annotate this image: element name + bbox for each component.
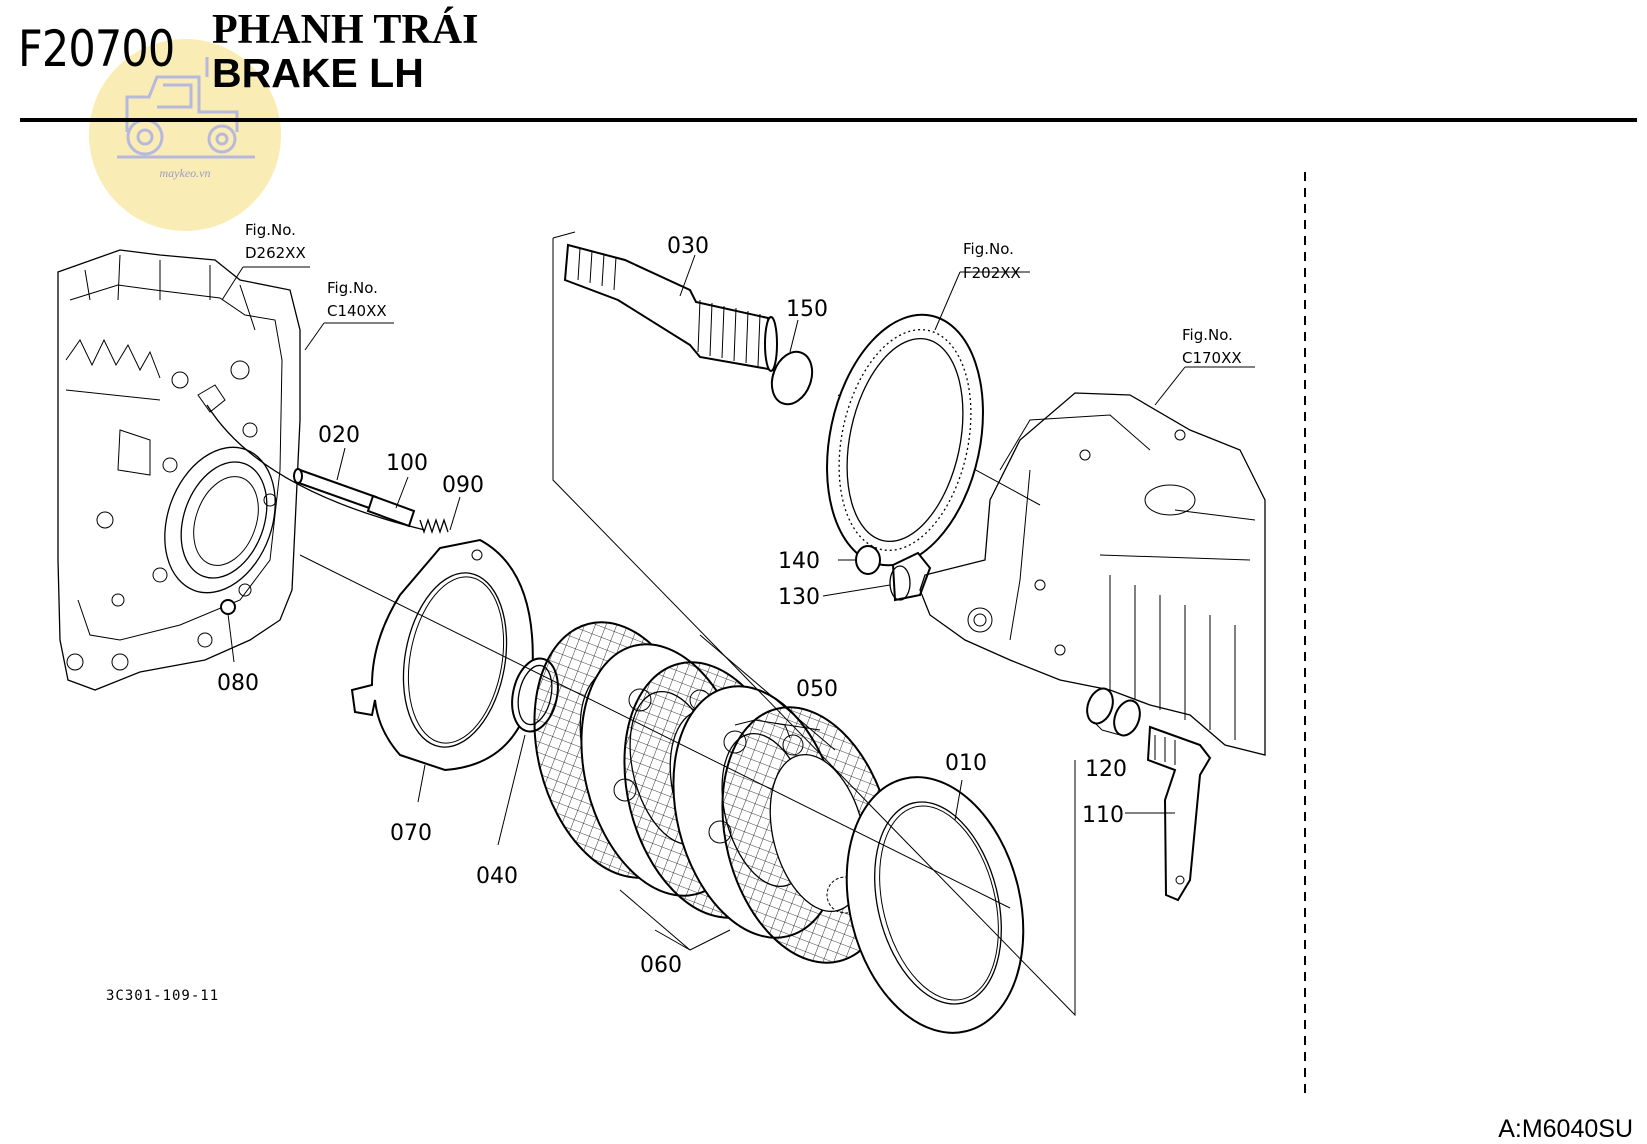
- label-040: 040: [476, 864, 518, 889]
- fig-ref-c170xx: Fig.No. C170XX: [1182, 326, 1242, 367]
- ring-gear-reference: [826, 313, 984, 567]
- figure-code: F20700: [18, 20, 175, 78]
- svg-text:Fig.No.: Fig.No.: [245, 221, 296, 239]
- part-080-ball: [220, 599, 236, 615]
- label-080: 080: [217, 671, 259, 696]
- label-070: 070: [390, 821, 432, 846]
- label-120: 120: [1085, 757, 1127, 782]
- part-070-plate: [350, 538, 534, 772]
- fig-ref-f202xx: Fig.No. F202XX: [963, 240, 1021, 282]
- title-vietnamese: PHANH TRÁI: [212, 7, 479, 53]
- svg-text:Fig.No.: Fig.No.: [327, 279, 378, 297]
- rear-housing-reference: [919, 392, 1266, 756]
- svg-text:F202XX: F202XX: [963, 264, 1021, 282]
- label-140: 140: [778, 549, 820, 574]
- drawing-code: 3C301-109-11: [106, 988, 220, 1004]
- label-050: 050: [796, 677, 838, 702]
- label-150: 150: [786, 297, 828, 322]
- part-140-snap-ring: [855, 545, 881, 575]
- part-100-pin: [366, 494, 416, 528]
- title-english: BRAKE LH: [212, 50, 424, 96]
- label-100: 100: [386, 451, 428, 476]
- label-060: 060: [640, 953, 682, 978]
- part-110-lever: [1146, 725, 1212, 902]
- watermark-text: maykeo.vn: [160, 166, 211, 180]
- part-090-spring: [419, 517, 449, 535]
- label-030: 030: [667, 234, 709, 259]
- part-010-piston: [845, 776, 1025, 1034]
- label-110: 110: [1082, 803, 1124, 828]
- fig-ref-d262xx: Fig.No. D262XX: [245, 221, 306, 262]
- header-rule: [20, 118, 1637, 122]
- label-020: 020: [318, 423, 360, 448]
- part-150-o-ring: [770, 350, 814, 406]
- svg-text:Fig.No.: Fig.No.: [963, 240, 1014, 258]
- label-090: 090: [442, 473, 484, 498]
- svg-text:C170XX: C170XX: [1182, 349, 1242, 367]
- fig-ref-c140xx: Fig.No. C140XX: [327, 279, 387, 320]
- label-130: 130: [778, 585, 820, 610]
- transmission-housing: [57, 249, 301, 691]
- part-120-o-rings: [1086, 687, 1141, 737]
- label-010: 010: [945, 751, 987, 776]
- svg-text:D262XX: D262XX: [245, 244, 306, 262]
- svg-text:C140XX: C140XX: [327, 302, 387, 320]
- watermark-logo: maykeo.vn: [89, 39, 281, 231]
- svg-text:Fig.No.: Fig.No.: [1182, 326, 1233, 344]
- model-code: A:M6040SU: [1498, 1115, 1633, 1143]
- part-030-shaft: [563, 243, 778, 372]
- leader-lines: [221, 254, 1255, 951]
